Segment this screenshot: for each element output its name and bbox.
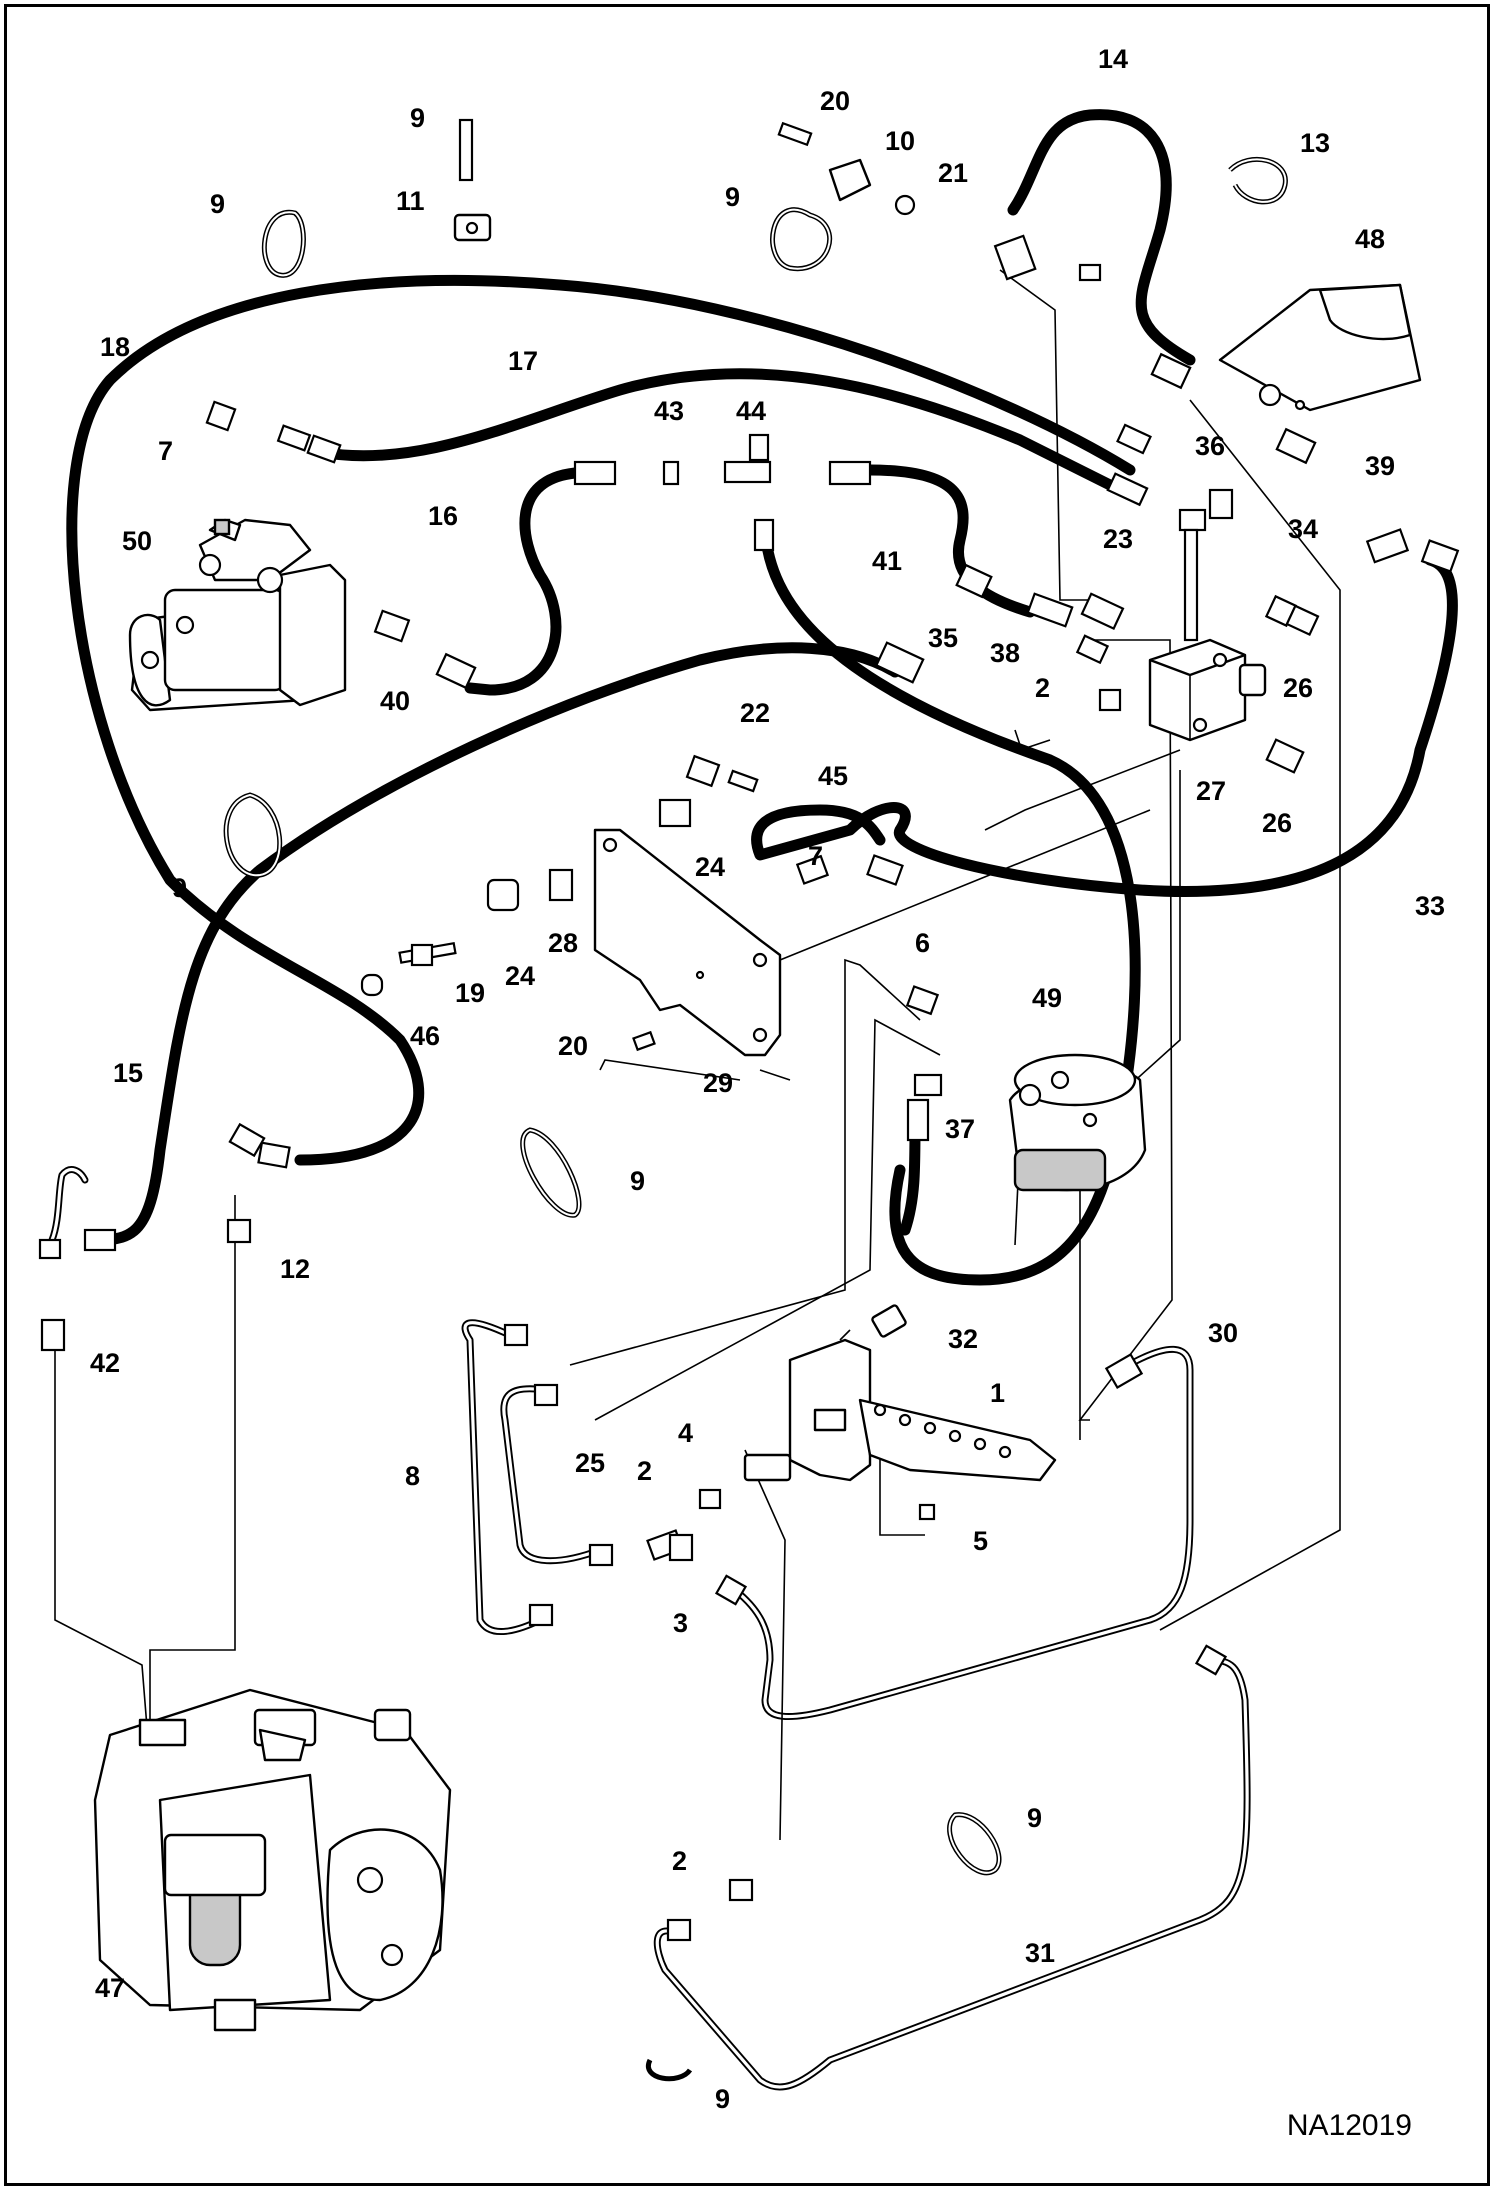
diagram-reference-code: NA12019 xyxy=(1286,2109,1412,2142)
callout-10: 10 xyxy=(885,126,915,156)
reservoir-bracket-48 xyxy=(1218,283,1422,412)
hose-41 xyxy=(864,464,1036,618)
callout-9g: 9 xyxy=(715,2084,730,2114)
callout-30: 30 xyxy=(1208,1318,1238,1348)
callout-1: 1 xyxy=(990,1378,1005,1408)
bracket-29 xyxy=(593,828,782,1057)
callout-16: 16 xyxy=(428,501,458,531)
callout-26b: 26 xyxy=(1262,808,1292,838)
callout-5: 5 xyxy=(973,1526,988,1556)
callout-11: 11 xyxy=(396,186,425,216)
callout-23: 23 xyxy=(1103,524,1133,554)
callout-7b: 7 xyxy=(808,841,823,871)
callout-37: 37 xyxy=(945,1114,975,1144)
callout-22: 22 xyxy=(740,698,770,728)
callout-19: 19 xyxy=(455,978,485,1008)
callout-31: 31 xyxy=(1025,1938,1055,1968)
callout-46: 46 xyxy=(410,1021,440,1051)
manifold-27 xyxy=(1148,638,1267,742)
callout-33: 33 xyxy=(1415,891,1445,921)
callout-13: 13 xyxy=(1300,128,1330,158)
callout-28: 28 xyxy=(548,928,578,958)
callout-2b: 2 xyxy=(637,1456,652,1486)
callout-34: 34 xyxy=(1288,514,1318,544)
fittings xyxy=(38,118,1460,1942)
diagram-frame xyxy=(4,4,1490,2186)
callout-9a: 9 xyxy=(410,103,425,133)
callout-43: 43 xyxy=(654,396,684,426)
callout-40: 40 xyxy=(380,686,410,716)
callout-9d: 9 xyxy=(172,873,187,903)
callout-36: 36 xyxy=(1195,431,1225,461)
callout-14: 14 xyxy=(1098,44,1128,74)
hose-17 xyxy=(314,368,1136,501)
callout-48: 48 xyxy=(1355,224,1385,254)
hose-18 xyxy=(66,275,1136,1166)
hose-16 xyxy=(464,467,581,696)
callout-32: 32 xyxy=(948,1324,978,1354)
callout-2c: 2 xyxy=(672,1846,687,1876)
callout-8: 8 xyxy=(405,1461,420,1491)
callout-39: 39 xyxy=(1365,451,1395,481)
callout-45: 45 xyxy=(818,761,848,791)
clamps xyxy=(223,156,1288,2082)
callout-17: 17 xyxy=(508,346,538,376)
callout-27: 27 xyxy=(1196,776,1226,806)
callout-35: 35 xyxy=(928,623,958,653)
callout-12: 12 xyxy=(280,1254,310,1284)
callout-42: 42 xyxy=(90,1348,120,1378)
callout-labels: 14 20 9 10 13 21 11 9 9 48 18 17 43 44 7… xyxy=(90,44,1445,2114)
gear-pump-50 xyxy=(128,518,347,712)
callout-21: 21 xyxy=(938,158,968,188)
tubes xyxy=(48,1166,1251,2091)
callout-6: 6 xyxy=(915,928,930,958)
hose-14 xyxy=(1007,109,1196,366)
callout-50: 50 xyxy=(122,526,152,556)
callout-7a: 7 xyxy=(158,436,173,466)
hoses xyxy=(66,109,1458,1286)
hydrostatic-pump-47 xyxy=(93,1688,452,2032)
callout-18: 18 xyxy=(100,332,130,362)
callout-49: 49 xyxy=(1032,983,1062,1013)
callout-38: 38 xyxy=(990,638,1020,668)
hose-32 xyxy=(759,524,1141,1286)
leader-lines xyxy=(54,269,1341,1841)
callout-4: 4 xyxy=(678,1418,693,1448)
control-valve-1 xyxy=(743,1304,1057,1482)
callout-47: 47 xyxy=(95,1973,125,2003)
callout-24a: 24 xyxy=(695,852,725,882)
callout-2a: 2 xyxy=(1035,673,1050,703)
callout-25: 25 xyxy=(575,1448,605,1478)
callout-44: 44 xyxy=(736,396,766,426)
callout-26a: 26 xyxy=(1283,673,1313,703)
callout-9e: 9 xyxy=(630,1166,645,1196)
callout-15: 15 xyxy=(113,1058,143,1088)
steering-motor-49 xyxy=(1008,1053,1147,1192)
hose-33 xyxy=(751,554,1458,897)
callout-20a: 20 xyxy=(820,86,850,116)
callout-24b: 24 xyxy=(505,961,535,991)
callout-41: 41 xyxy=(872,546,902,576)
callout-9c: 9 xyxy=(725,182,740,212)
callout-3: 3 xyxy=(673,1608,688,1638)
callout-9f: 9 xyxy=(1027,1803,1042,1833)
callout-29: 29 xyxy=(703,1068,733,1098)
hose-15 xyxy=(84,642,901,1246)
callout-20b: 20 xyxy=(558,1031,588,1061)
callout-9b: 9 xyxy=(210,189,225,219)
